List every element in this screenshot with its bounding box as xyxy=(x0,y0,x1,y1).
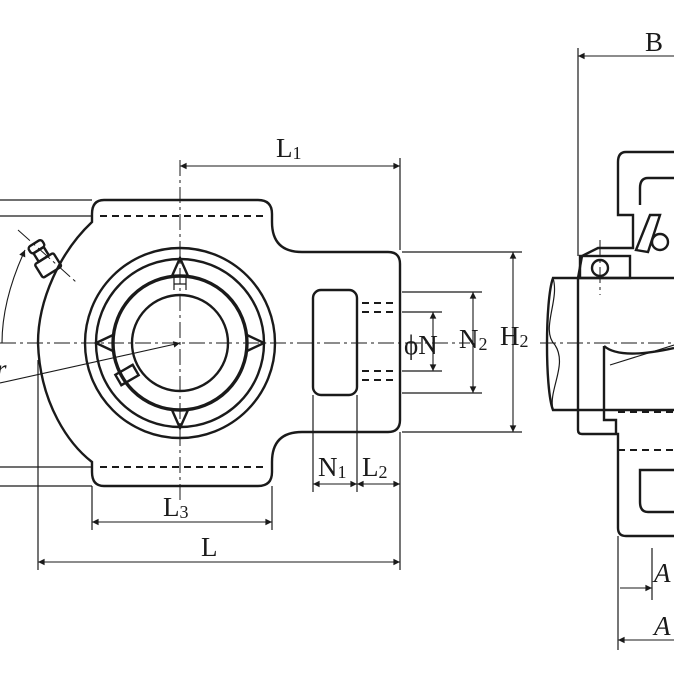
label-L1: L1 xyxy=(276,133,302,163)
side-view xyxy=(540,48,674,650)
label-B: B xyxy=(645,27,663,57)
dimension-labels: L1 L L3 N1 L2 ϕN N2 H2 B A A r xyxy=(0,27,671,641)
label-L2: L2 xyxy=(362,452,388,482)
seal-lip xyxy=(603,345,674,355)
label-N: ϕN xyxy=(404,330,438,360)
label-r: r xyxy=(0,354,7,384)
side-housing-right xyxy=(638,176,674,514)
set-screw-icon xyxy=(113,363,141,387)
notch-bottom xyxy=(170,409,190,431)
grease-fitting-icon xyxy=(634,213,662,254)
grease-nipple-icon xyxy=(27,239,63,279)
side-housing-lower xyxy=(576,410,674,538)
side-leader xyxy=(609,344,674,366)
front-view xyxy=(0,160,470,500)
label-A-upper: A xyxy=(652,558,671,588)
label-N2: N2 xyxy=(459,324,488,354)
radius-leader xyxy=(0,341,181,384)
label-A-lower: A xyxy=(652,611,671,641)
angle-arc xyxy=(1,249,26,344)
nipple-axis xyxy=(17,229,77,283)
label-H2: H2 xyxy=(500,321,529,351)
shaft xyxy=(545,276,674,412)
notch-top xyxy=(170,255,190,277)
side-screw-icon xyxy=(650,232,670,252)
shaft-break xyxy=(548,277,561,411)
front-dimensions xyxy=(37,158,522,570)
collar xyxy=(578,254,632,280)
side-housing-hub xyxy=(576,278,618,434)
label-L: L xyxy=(201,532,218,562)
label-N1: N1 xyxy=(318,452,347,482)
side-housing xyxy=(576,150,674,279)
label-L3: L3 xyxy=(163,492,189,522)
housing-outline xyxy=(36,198,402,488)
